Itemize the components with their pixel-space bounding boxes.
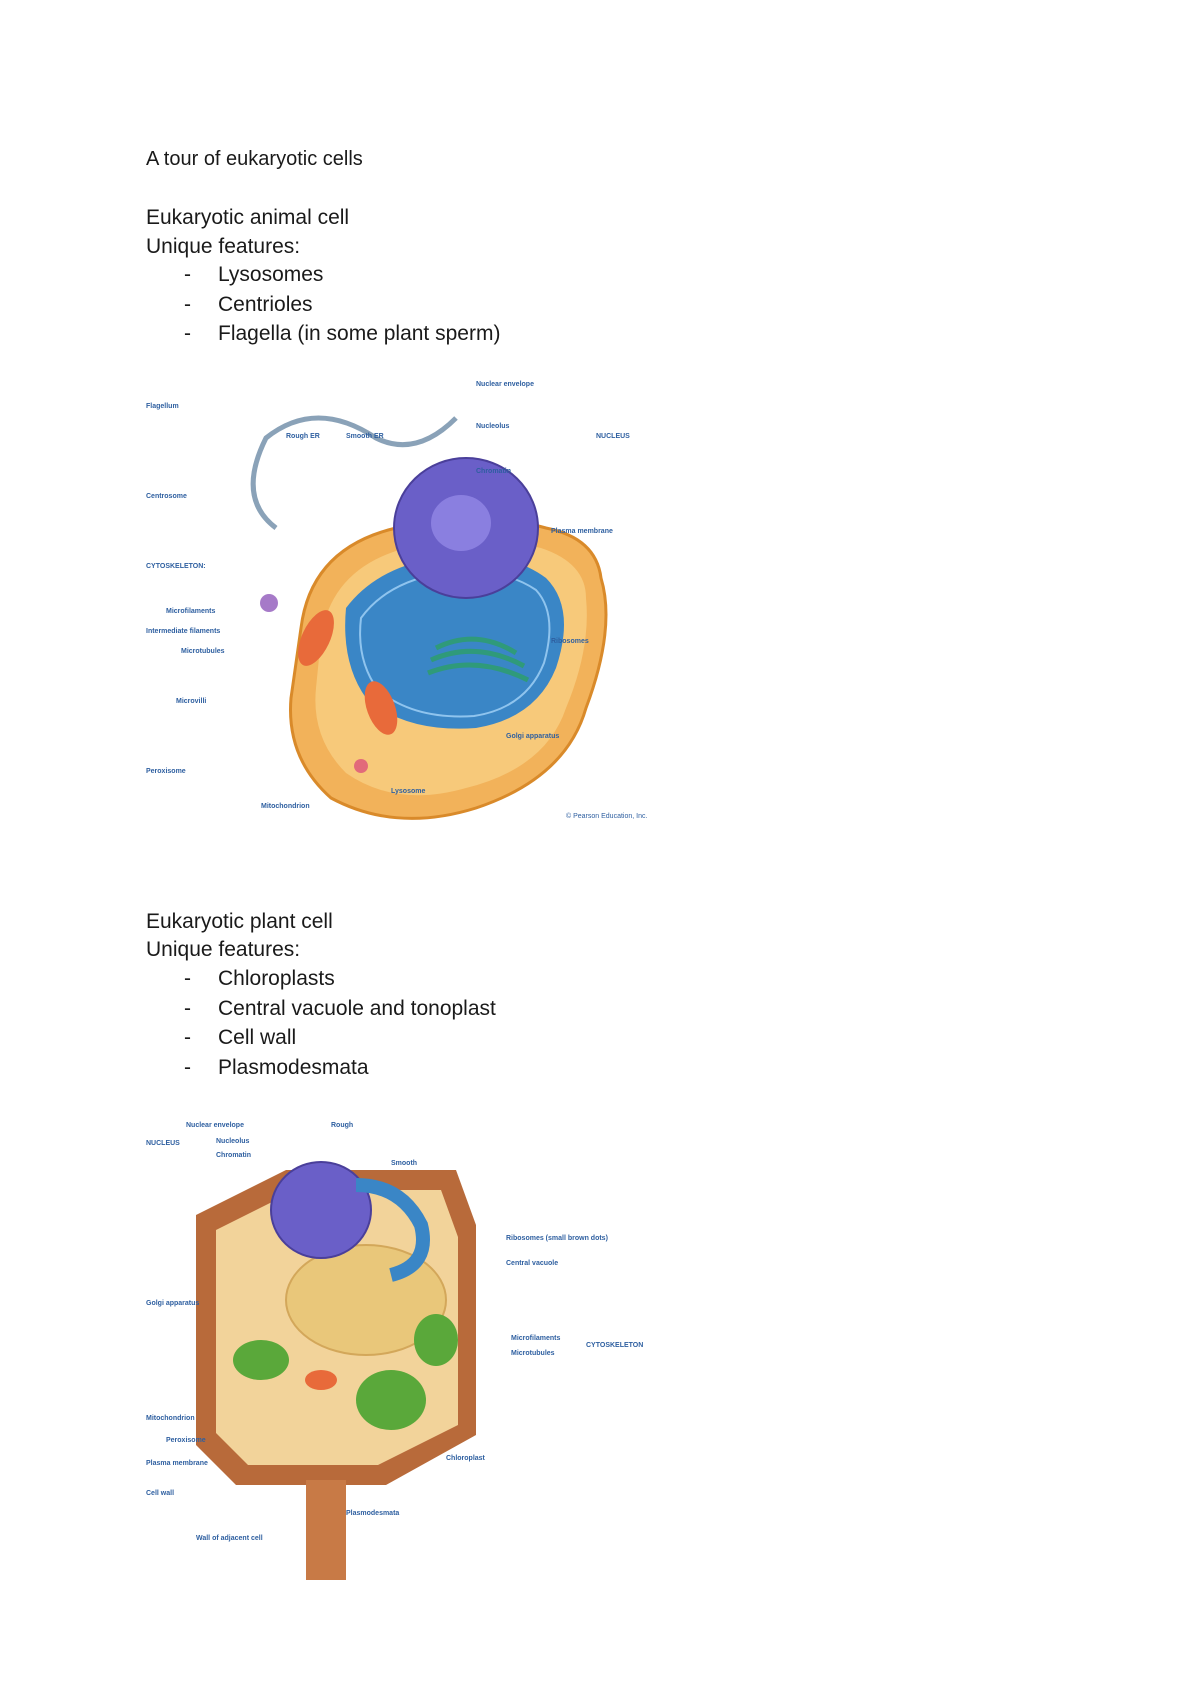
list-item-text: Flagella (in some plant sperm) — [218, 322, 501, 345]
plant-subheading: Unique features: — [146, 938, 301, 961]
cytoskeleton-label: CYTOSKELETON — [586, 1342, 643, 1349]
flagellum-shape — [250, 415, 458, 530]
smooth-er-label: Smooth ER — [346, 433, 384, 440]
rough-er-label: Rough — [331, 1122, 353, 1129]
lysosome-label: Lysosome — [391, 788, 425, 795]
plasma-membrane-label: Plasma membrane — [551, 528, 613, 535]
chloroplast-shape — [414, 1314, 458, 1366]
peroxisome-label: Peroxisome — [166, 1437, 206, 1444]
chloroplast-shape — [356, 1370, 426, 1430]
plasma-membrane-label: Plasma membrane — [146, 1460, 208, 1467]
lysosome-shape — [354, 759, 368, 773]
mitochondrion-shape — [298, 610, 334, 666]
document-title: A tour of eukaryotic cells — [146, 148, 363, 170]
animal-subheading: Unique features: — [146, 235, 301, 258]
plant-cell-diagram: NUCLEUS Nuclear envelope Nucleolus Chrom… — [146, 1122, 643, 1580]
plant-cell-figure: NUCLEUS Nuclear envelope Nucleolus Chrom… — [146, 1115, 691, 1590]
list-item: -Cell wall — [184, 1026, 297, 1049]
mitochondrion-label: Mitochondrion — [146, 1415, 195, 1422]
golgi-shape — [427, 636, 530, 683]
peroxisome-label: Peroxisome — [146, 768, 186, 775]
list-item: -Plasmodesmata — [184, 1055, 369, 1079]
animal-feature-list: -Lysosomes -Centrioles -Flagella (in som… — [180, 260, 500, 349]
mitochondrion-label: Mitochondrion — [261, 803, 310, 810]
nucleus-shape — [270, 1161, 372, 1259]
chromatin-label: Chromatin — [216, 1152, 251, 1159]
plant-feature-list: -Chloroplasts -Central vacuole and tonop… — [180, 964, 496, 1082]
nucleolus-shape — [431, 495, 491, 551]
nuclear-envelope-label: Nuclear envelope — [476, 381, 534, 388]
animal-cell-diagram: Rough ER Smooth ER Flagellum Centrosome … — [146, 381, 647, 820]
smooth-er-label: Smooth — [391, 1160, 417, 1167]
chloroplast-label: Chloroplast — [446, 1455, 486, 1462]
credit-label: © Pearson Education, Inc. — [566, 812, 647, 820]
mitochondrion-shape — [364, 681, 398, 735]
list-item: -Central vacuole and tonoplast — [184, 996, 496, 1020]
list-item: -Lysosomes — [184, 263, 324, 286]
list-item-text: Cell wall — [218, 1026, 297, 1049]
ribosomes-label: Ribosomes (small brown dots) — [506, 1235, 608, 1242]
intermediate-filaments-label: Intermediate filaments — [146, 628, 220, 635]
list-item: -Flagella (in some plant sperm) — [184, 322, 501, 345]
er-shape — [355, 1178, 430, 1282]
wall-adjacent-label: Wall of adjacent cell — [196, 1535, 263, 1542]
nucleolus-label: Nucleolus — [476, 423, 510, 430]
centrosome-label: Centrosome — [146, 493, 187, 500]
plant-heading: Eukaryotic plant cell — [146, 910, 333, 933]
list-item-text: Plasmodesmata — [218, 1055, 369, 1079]
flagellum-label: Flagellum — [146, 403, 179, 410]
peroxisome-shape — [260, 594, 278, 612]
chloroplast-shape — [233, 1340, 289, 1380]
nucleus-label: NUCLEUS — [596, 433, 630, 440]
microfilaments-label: Microfilaments — [511, 1335, 561, 1342]
golgi-label: Golgi apparatus — [146, 1300, 199, 1307]
list-item: -Centrioles — [184, 292, 313, 316]
cell-wall-label: Cell wall — [146, 1490, 174, 1497]
microvilli-label: Microvilli — [176, 698, 206, 705]
nuclear-envelope-label: Nuclear envelope — [186, 1122, 244, 1129]
microfilaments-label: Microfilaments — [166, 608, 216, 615]
central-vacuole-label: Central vacuole — [506, 1260, 558, 1267]
mitochondrion-shape — [305, 1370, 337, 1390]
er-label: Rough ER — [286, 433, 320, 440]
list-item-text: Chloroplasts — [218, 967, 335, 990]
chromatin-label: Chromatin — [476, 468, 511, 475]
adjacent-wall-shape — [306, 1480, 346, 1580]
animal-cell-figure: Rough ER Smooth ER Flagellum Centrosome … — [146, 378, 691, 873]
microtubules-label: Microtubules — [181, 648, 225, 655]
nucleus-label: NUCLEUS — [146, 1140, 180, 1147]
golgi-label: Golgi apparatus — [506, 733, 559, 740]
ribosomes-label: Ribosomes — [551, 638, 589, 645]
list-item-text: Centrioles — [218, 292, 313, 316]
nucleolus-label: Nucleolus — [216, 1138, 250, 1145]
microtubules-label: Microtubules — [511, 1350, 555, 1357]
plasmodesmata-label: Plasmodesmata — [346, 1510, 399, 1517]
list-item: -Chloroplasts — [184, 967, 335, 990]
animal-heading: Eukaryotic animal cell — [146, 206, 350, 229]
cytoskeleton-label: CYTOSKELETON: — [146, 563, 206, 570]
list-item-text: Central vacuole and tonoplast — [218, 996, 496, 1020]
list-item-text: Lysosomes — [218, 263, 324, 286]
